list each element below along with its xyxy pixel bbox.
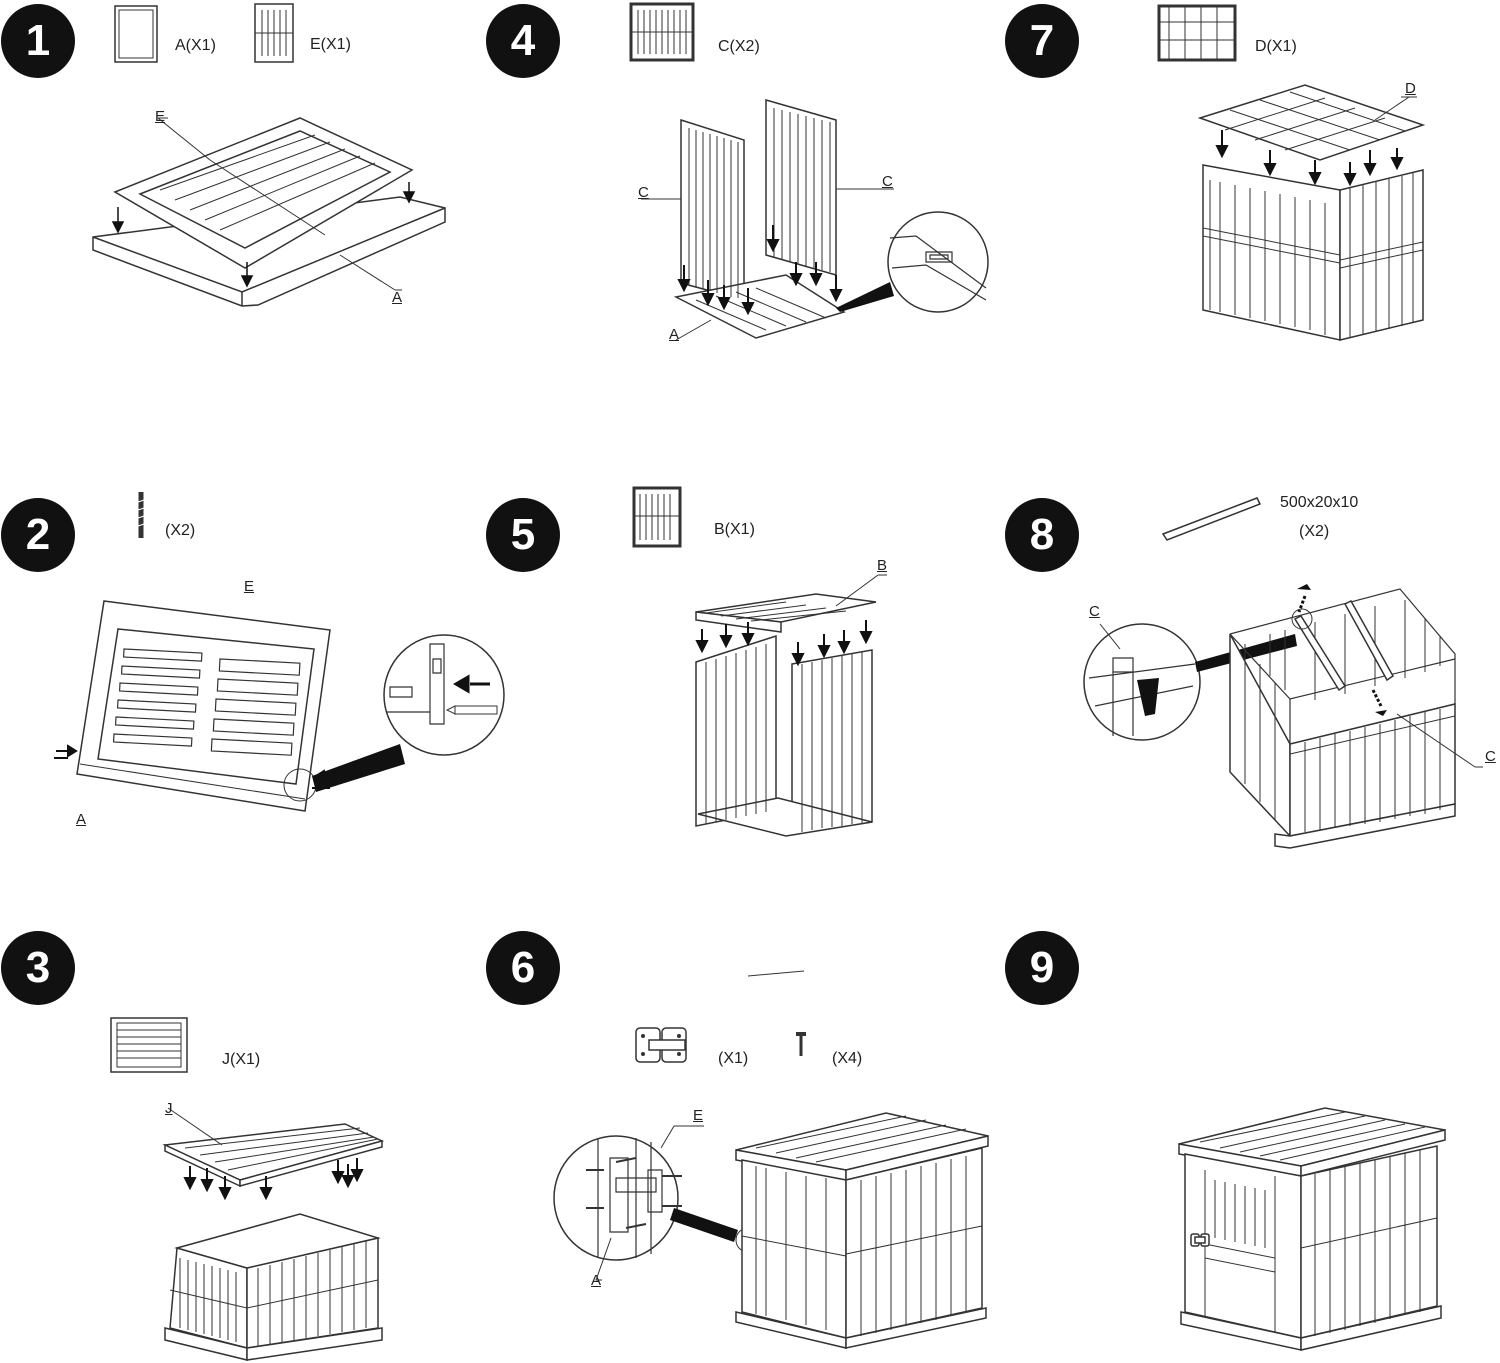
step-8-assembly-drawing bbox=[1005, 584, 1500, 908]
step-8-badge: 8 bbox=[1005, 498, 1079, 572]
step-1-callout-a: A bbox=[392, 289, 403, 306]
step-7-callout-d: D bbox=[1405, 80, 1416, 97]
step-7-panel: 7 D(X1) bbox=[1005, 0, 1500, 454]
step-3-assembly-drawing bbox=[0, 908, 500, 1362]
step-8-rod-qty-label: (X2) bbox=[1299, 523, 1330, 540]
step-4-assembly-drawing bbox=[486, 0, 986, 454]
step-6-assembly-drawing bbox=[486, 908, 986, 1362]
step-2-callout-a: A bbox=[76, 811, 87, 828]
step-1-badge: 1 bbox=[1, 4, 75, 78]
panel-a-icon bbox=[0, 0, 500, 454]
step-1-assembly-drawing bbox=[0, 0, 500, 454]
step-3-badge: 3 bbox=[1, 931, 75, 1005]
step-4-part-label: C(X2) bbox=[718, 38, 760, 55]
step-8-callout-c-left: C bbox=[1089, 603, 1100, 620]
panel-d-icon bbox=[1005, 0, 1500, 454]
step-3-panel: 3 J(X1) bbox=[0, 908, 500, 1362]
step-6-badge: 6 bbox=[486, 931, 560, 1005]
step-6-panel: 6 (X1) (X4) bbox=[486, 908, 986, 1362]
step-2-panel: 2 (X2) bbox=[0, 454, 500, 908]
step-4-panel: 4 C(X2) bbox=[486, 0, 986, 454]
step-9-panel: 9 bbox=[1005, 908, 1500, 1362]
step-5-callout-b: B bbox=[877, 557, 888, 574]
step-1-callout-e: E bbox=[155, 108, 166, 125]
step-4-callout-c-left: C bbox=[638, 184, 649, 201]
step-8-callout-c-right: C bbox=[1485, 748, 1496, 765]
step-3-part-label: J(X1) bbox=[222, 1051, 261, 1068]
step-9-badge: 9 bbox=[1005, 931, 1079, 1005]
step-8-panel: 8 500x20x10 (X2) bbox=[1005, 454, 1500, 908]
step-5-badge: 5 bbox=[486, 498, 560, 572]
panel-b-icon bbox=[486, 454, 986, 908]
rod-icon bbox=[1005, 454, 1500, 908]
step-7-badge: 7 bbox=[1005, 4, 1079, 78]
step-7-assembly-drawing bbox=[1005, 0, 1500, 454]
panel-e-icon bbox=[0, 0, 500, 454]
panel-c-icon bbox=[486, 0, 986, 454]
step-5-part-label: B(X1) bbox=[714, 521, 755, 538]
step-5-assembly-drawing bbox=[486, 454, 986, 908]
screw-icon bbox=[0, 454, 500, 908]
step-6-callout-a: A bbox=[591, 1272, 602, 1289]
step-2-badge: 2 bbox=[1, 498, 75, 572]
step-2-assembly-drawing bbox=[0, 454, 500, 908]
step-4-badge: 4 bbox=[486, 4, 560, 78]
step-6-screw-label: (X4) bbox=[832, 1050, 863, 1067]
step-3-callout-j: J bbox=[165, 1100, 173, 1117]
step-6-latch-label: (X1) bbox=[718, 1050, 749, 1067]
step-2-callout-e: E bbox=[244, 578, 255, 595]
step-4-callout-c-right: C bbox=[882, 173, 893, 190]
step-1-part-e-label: E(X1) bbox=[310, 36, 351, 53]
step-9-finished-crate-drawing bbox=[1005, 908, 1500, 1362]
screw-icon bbox=[796, 1032, 806, 1362]
step-5-panel: 5 B(X1) bbox=[486, 454, 986, 908]
step-7-part-label: D(X1) bbox=[1255, 38, 1297, 55]
latch-icon bbox=[486, 908, 986, 1362]
step-8-rod-size-label: 500x20x10 bbox=[1280, 494, 1359, 511]
step-4-callout-a: A bbox=[669, 326, 680, 343]
step-6-callout-e: E bbox=[693, 1107, 704, 1124]
step-1-panel: 1 A(X1) E(X1) bbox=[0, 0, 500, 454]
step-2-part-label: (X2) bbox=[165, 522, 196, 539]
panel-j-icon bbox=[0, 908, 500, 1362]
step-1-part-a-label: A(X1) bbox=[175, 37, 216, 54]
